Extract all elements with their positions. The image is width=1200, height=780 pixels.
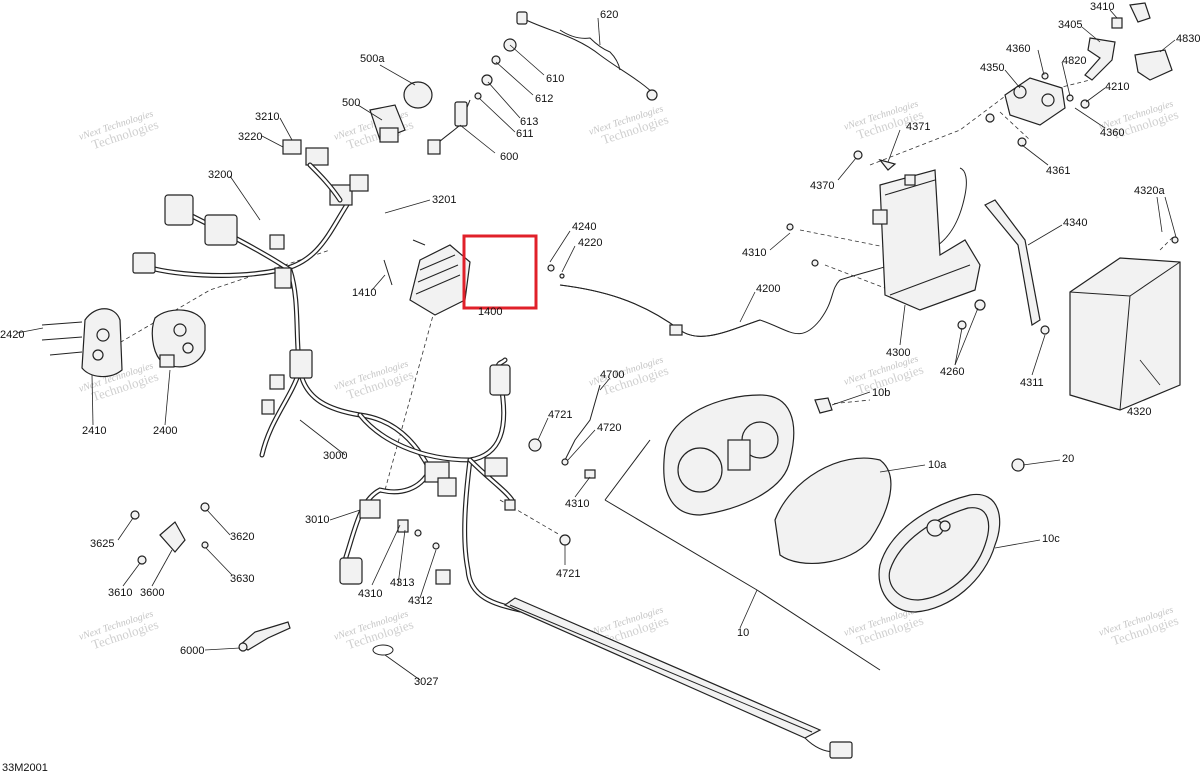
- label-3210: 3210: [255, 111, 279, 123]
- label-4320: 4320: [1127, 406, 1151, 418]
- label-3405: 3405: [1058, 19, 1082, 31]
- label-4220: 4220: [578, 237, 602, 249]
- label-3220: 3220: [238, 131, 262, 143]
- solenoid-assembly: [985, 2, 1173, 147]
- highlight-box: [462, 234, 538, 310]
- label-610: 610: [546, 73, 564, 85]
- label-4310-mid: 4310: [565, 498, 589, 510]
- label-4700: 4700: [600, 369, 624, 381]
- label-20: 20: [1062, 453, 1074, 465]
- bracket-3600: [130, 502, 394, 656]
- label-10: 10: [737, 627, 749, 639]
- label-500a: 500a: [360, 53, 385, 65]
- gauge-cluster-10: [604, 394, 1025, 671]
- bracket-4300: [853, 150, 986, 330]
- main-harness-3000: [132, 184, 523, 613]
- label-3010: 3010: [305, 514, 329, 526]
- label-4340: 4340: [1063, 217, 1087, 229]
- label-4370: 4370: [810, 180, 834, 192]
- label-4200: 4200: [756, 283, 780, 295]
- label-4311: 4311: [1020, 377, 1044, 389]
- label-3610: 3610: [108, 587, 132, 599]
- label-4830: 4830: [1176, 33, 1200, 45]
- label-4371: 4371: [906, 121, 930, 133]
- label-613: 613: [520, 116, 538, 128]
- label-3027: 3027: [414, 676, 438, 688]
- label-1410: 1410: [352, 287, 376, 299]
- label-4313: 4313: [390, 577, 414, 589]
- label-4360-top: 4360: [1006, 43, 1030, 55]
- label-10c: 10c: [1042, 533, 1060, 545]
- label-3200: 3200: [208, 169, 232, 181]
- label-4360-right: 4360: [1100, 127, 1124, 139]
- label-4361: 4361: [1046, 165, 1070, 177]
- label-4721-bottom: 4721: [556, 568, 580, 580]
- label-3620: 3620: [230, 531, 254, 543]
- ignition-assembly: [369, 11, 658, 155]
- ground-cable-4700: [397, 384, 601, 550]
- label-1400: 1400: [478, 306, 502, 318]
- label-4300: 4300: [886, 347, 910, 359]
- label-2410: 2410: [82, 425, 106, 437]
- module-1400: [383, 239, 471, 316]
- diagram-code: 33M2001: [2, 762, 48, 774]
- bracket-4340: [984, 199, 1179, 335]
- battery-4320: [1069, 257, 1181, 411]
- label-3630: 3630: [230, 573, 254, 585]
- label-3600: 3600: [140, 587, 164, 599]
- label-2400: 2400: [153, 425, 177, 437]
- leader-lines: [16, 9, 1177, 681]
- label-4312: 4312: [408, 595, 432, 607]
- cable-4200: [547, 167, 967, 337]
- label-3201: 3201: [432, 194, 456, 206]
- label-600: 600: [500, 151, 518, 163]
- label-4350: 4350: [980, 62, 1004, 74]
- label-611: 611: [516, 128, 534, 140]
- label-4310-bottom: 4310: [358, 588, 382, 600]
- label-10b: 10b: [872, 387, 890, 399]
- label-3625: 3625: [90, 538, 114, 550]
- label-4260: 4260: [940, 366, 964, 378]
- label-6000: 6000: [180, 645, 204, 657]
- label-4240: 4240: [572, 221, 596, 233]
- label-4310-top: 4310: [742, 247, 766, 259]
- sub-harness-3200: [282, 139, 369, 203]
- label-3410: 3410: [1090, 1, 1114, 13]
- label-4720: 4720: [597, 422, 621, 434]
- label-3000: 3000: [323, 450, 347, 462]
- label-4820: 4820: [1062, 55, 1086, 67]
- label-500: 500: [342, 97, 360, 109]
- harness-sleeve: [503, 597, 853, 759]
- label-612: 612: [535, 93, 553, 105]
- label-4210: 4210: [1105, 81, 1129, 93]
- label-620: 620: [600, 9, 618, 21]
- handlebar-switch-assembly: [41, 308, 206, 378]
- label-10a: 10a: [928, 459, 947, 471]
- label-4721-top: 4721: [548, 409, 572, 421]
- label-4320a: 4320a: [1134, 185, 1165, 197]
- label-2420: 2420: [0, 329, 24, 341]
